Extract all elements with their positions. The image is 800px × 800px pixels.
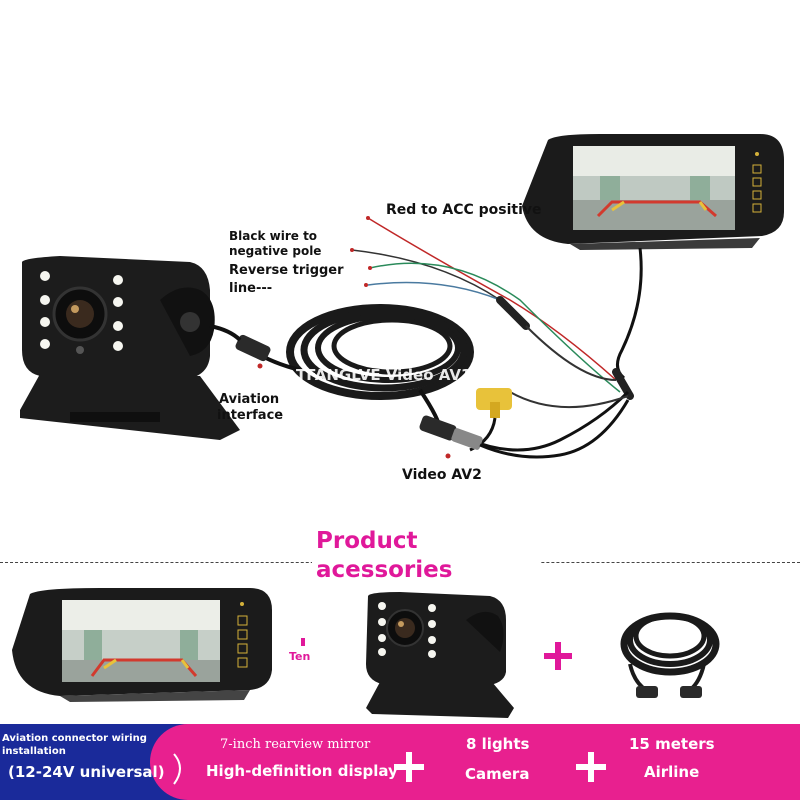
aviation-label-1: Aviation (219, 392, 280, 407)
bracket-icon (173, 753, 181, 785)
accessories-title-2: acessories (316, 557, 453, 583)
airline-label-line1: 15 meters (629, 735, 715, 753)
acc-label: Red to ACC positive (386, 202, 542, 218)
aviation-wiring-line2: installation (2, 746, 66, 757)
title-backdrop (312, 526, 540, 586)
mirror-label-line2: High-definition display (206, 762, 398, 780)
accessory-mirror-image (12, 588, 272, 702)
black-wire-label-1: Black wire to (229, 229, 318, 243)
reverse-trigger-label-2: line--- (229, 281, 273, 296)
ten-label: Ten (289, 650, 311, 663)
plus-icon (544, 642, 572, 670)
accessories-title-1: Product (316, 528, 418, 554)
accessory-cable-image (620, 612, 720, 692)
wiring-diagram (20, 134, 784, 459)
rearview-mirror-monitor (522, 134, 784, 250)
footer-plus-icon-1 (394, 752, 424, 782)
watermark-text: TFANGLVE Video AV1 (296, 366, 472, 384)
camera-label-line2: Camera (465, 765, 530, 783)
footer-plus-icon-2 (576, 752, 606, 782)
reverse-trigger-label-1: Reverse trigger (229, 263, 344, 278)
accessories-images (12, 588, 720, 718)
mirror-label-line1: 7-inch rearview mirror (220, 737, 371, 752)
camera-label-line1: 8 lights (466, 735, 530, 753)
accessory-camera-image (366, 592, 514, 718)
backup-camera (20, 256, 240, 440)
black-wire-label-2: negative pole (229, 244, 322, 258)
footer-blue-edge (150, 724, 220, 800)
aviation-wiring-line1: Aviation connector wiring (2, 733, 147, 744)
video-av2-label: Video AV2 (402, 467, 482, 483)
extension-cable-coil (286, 304, 474, 400)
airline-label-line2: Airline (644, 763, 700, 781)
voltage-label: (12-24V universal) (8, 763, 165, 781)
aviation-label-2: interface (217, 408, 284, 423)
